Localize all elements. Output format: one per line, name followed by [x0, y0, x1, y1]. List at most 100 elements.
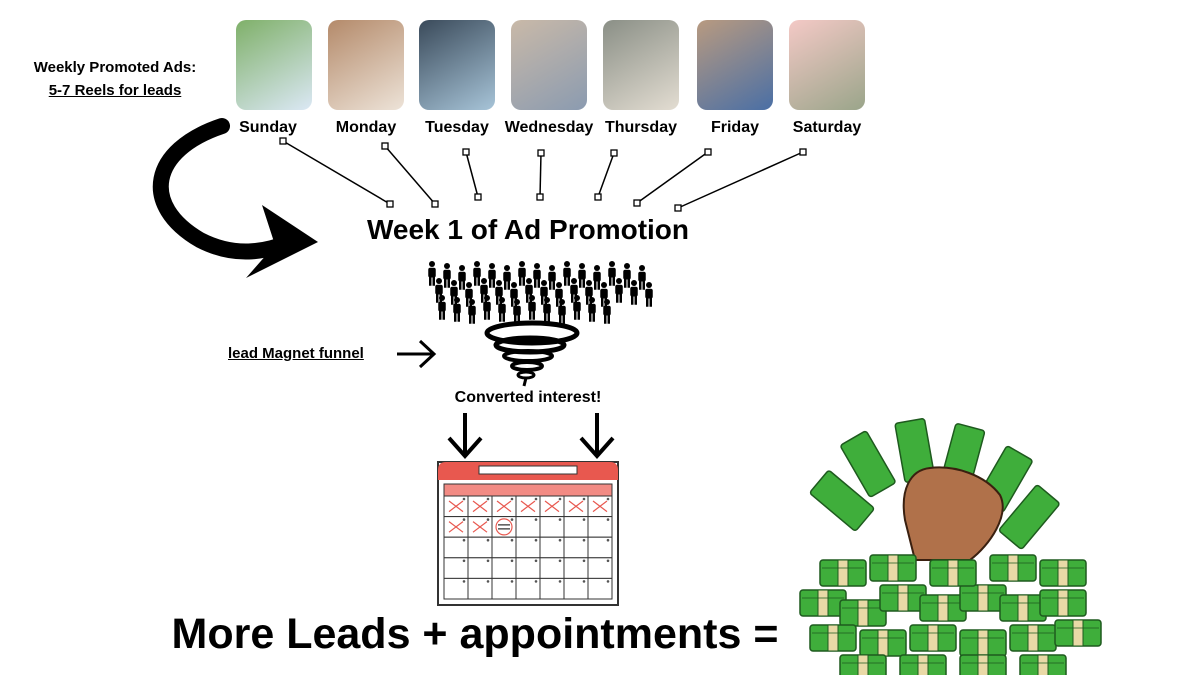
day-label-friday: Friday: [710, 119, 759, 136]
person-icon: [468, 299, 476, 324]
person-icon: [528, 295, 536, 320]
connector-line: [465, 151, 479, 198]
connector-line: [597, 152, 615, 198]
x-mark-icon: [448, 500, 464, 513]
cash-stack-icon: [959, 654, 1007, 675]
day-label-thursday: Thursday: [604, 119, 677, 136]
connector-handle: [536, 193, 544, 201]
woman-at-cafe-photo: [603, 20, 679, 110]
person-icon: [638, 265, 646, 290]
connector-handle: [674, 204, 682, 212]
cash-stack-icon: [1054, 619, 1102, 647]
day-label-saturday: Saturday: [792, 119, 862, 136]
calendar-day-cell: [587, 577, 613, 600]
bottom-equation-text: More Leads + appointments =: [171, 610, 779, 658]
x-mark-icon: [448, 521, 464, 533]
person-icon: [488, 263, 496, 288]
cash-stack-icon: [809, 624, 857, 652]
cash-stack-icon: [919, 594, 967, 622]
woman-at-laptop-photo: [328, 20, 404, 110]
phone-in-hand-photo: [697, 20, 773, 110]
person-icon: [518, 261, 526, 286]
crowd-icon: [428, 261, 653, 324]
converted-interest-label: Converted interest!: [454, 389, 602, 406]
phone-instagram-photo: [511, 20, 587, 110]
person-icon: [578, 263, 586, 288]
person-icon: [543, 297, 551, 322]
x-mark-icon: [544, 500, 560, 513]
person-icon: [503, 265, 511, 290]
x-mark-icon: [592, 500, 608, 513]
hands-with-phone-photo: [419, 20, 495, 110]
person-icon: [588, 297, 596, 322]
person-icon: [428, 261, 436, 286]
connector-handle: [704, 148, 712, 156]
person-icon: [623, 263, 631, 288]
person-icon: [558, 299, 566, 324]
cash-stack-icon: [869, 554, 917, 582]
bill-icon: [998, 484, 1060, 550]
person-icon: [615, 278, 623, 303]
x-mark-icon: [472, 521, 488, 533]
cash-stack-icon: [899, 654, 947, 675]
cash-stack-icon: [839, 599, 887, 627]
connector-handle: [610, 149, 618, 157]
appointment-circle-icon: [495, 518, 513, 536]
cash-stack-icon: [859, 629, 907, 657]
person-icon: [608, 261, 616, 286]
cash-stack-icon: [1039, 559, 1087, 587]
person-icon: [513, 299, 521, 324]
connector-handle: [462, 148, 470, 156]
person-icon: [438, 295, 446, 320]
curved-arrow-icon: [152, 118, 318, 278]
connector-handle: [799, 148, 807, 156]
cash-stack-icon: [879, 584, 927, 612]
connector-handle: [633, 199, 641, 207]
bill-icon: [809, 470, 875, 532]
money-hand-icon: [799, 418, 1102, 675]
x-mark-icon: [520, 500, 536, 513]
connector-handle: [594, 193, 602, 201]
down-arrow-icon: [447, 413, 483, 460]
day-label-sunday: Sunday: [239, 119, 297, 136]
page-title: Week 1 of Ad Promotion: [366, 214, 690, 245]
day-label-monday: Monday: [335, 119, 397, 136]
connector-line: [282, 140, 391, 205]
person-icon: [453, 297, 461, 322]
day-label-wednesday: Wednesday: [504, 119, 594, 136]
person-icon: [443, 263, 451, 288]
cash-stack-icon: [1009, 624, 1057, 652]
cash-stack-icon: [959, 584, 1007, 612]
intro-heading: Weekly Promoted Ads:: [33, 59, 197, 76]
down-arrow-icon: [579, 413, 615, 460]
cash-stack-icon: [819, 559, 867, 587]
connector-line: [384, 145, 436, 205]
person-icon: [473, 261, 481, 286]
person-icon: [498, 297, 506, 322]
intro-subheading: 5-7 Reels for leads: [48, 82, 182, 99]
hand-icon: [902, 466, 1004, 561]
tornado-funnel-icon: [484, 320, 580, 387]
person-icon: [573, 295, 581, 320]
bill-icon: [840, 430, 896, 498]
connector-handle: [386, 200, 394, 208]
cash-stack-icon: [1039, 589, 1087, 617]
day-label-tuesday: Tuesday: [425, 119, 489, 136]
intro-text: Weekly Promoted Ads: 5-7 Reels for leads: [10, 56, 220, 102]
calendar-icon: [437, 461, 619, 606]
cash-stack-icon: [999, 594, 1047, 622]
connector-handle: [474, 193, 482, 201]
right-arrow-icon: [397, 339, 437, 369]
lead-magnet-funnel-label: lead Magnet funnel: [228, 345, 364, 362]
cash-stack-icon: [799, 589, 847, 617]
connector-handle: [279, 137, 287, 145]
man-with-tablet-photo: [236, 20, 312, 110]
person-icon: [603, 299, 611, 324]
person-icon: [533, 263, 541, 288]
person-icon: [483, 295, 491, 320]
person-icon: [593, 265, 601, 290]
x-mark-icon: [496, 500, 512, 513]
person-icon: [458, 265, 466, 290]
cash-stack-icon: [929, 559, 977, 587]
